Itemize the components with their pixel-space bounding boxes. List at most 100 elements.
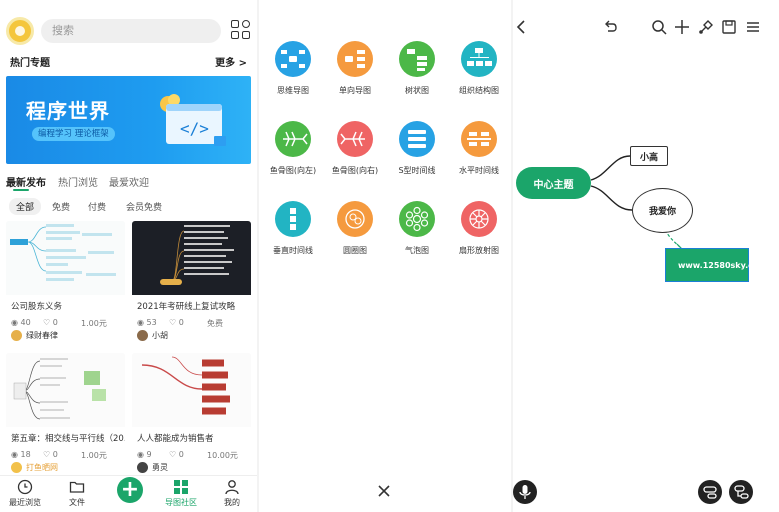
template-label: 思维导图: [277, 86, 309, 95]
mindmap-editor-panel: 中心主题 小高 我爱你 www.12580sky.com: [513, 0, 779, 512]
template-fan-radial[interactable]: 扇形放射图: [449, 201, 509, 256]
template-one-way[interactable]: 单向导图: [325, 41, 385, 96]
mindmap-thumbnail: [132, 353, 251, 427]
card-author[interactable]: 勇灵: [137, 462, 168, 473]
filter-paid[interactable]: 付费: [88, 203, 107, 213]
menu-icon[interactable]: [744, 18, 762, 36]
fan-radial-icon: [461, 201, 497, 237]
child-node-xiaogao[interactable]: 小高: [630, 146, 668, 166]
view-count: 53: [146, 318, 157, 327]
like-count: 0: [52, 450, 58, 459]
template-circle-map[interactable]: 圆圈图: [325, 201, 385, 256]
template-org-chart[interactable]: 组织结构图: [449, 41, 509, 96]
voice-input-button[interactable]: [513, 480, 537, 504]
price: 10.00元: [207, 451, 238, 460]
undo-icon[interactable]: [601, 18, 619, 36]
tab-latest[interactable]: 最新发布: [6, 178, 46, 189]
url-node[interactable]: www.12580sky.com: [665, 248, 767, 282]
author-name: 打鱼晒网: [26, 463, 58, 472]
mindmap-thumbnail: [132, 221, 251, 295]
template-fishbone-right[interactable]: 鱼骨图(向右): [325, 121, 385, 176]
card-4[interactable]: 人人都能成为销售者 ◉ 9 ♡ 0 10.00元 勇灵: [132, 353, 251, 479]
panel-divider: [257, 0, 259, 512]
brush-icon[interactable]: [697, 18, 715, 36]
folder-icon: [69, 481, 85, 493]
circle-map-icon: [337, 201, 373, 237]
mindmap-thumbnail: [6, 353, 125, 427]
nav-label: 最近浏览: [9, 498, 41, 507]
card-2[interactable]: 2021年考研线上复试攻略 ◉ 53 ♡ 0 免费 小胡: [132, 221, 251, 347]
insert-child-button[interactable]: [729, 480, 753, 504]
price: 1.00元: [81, 319, 107, 328]
tab-hot[interactable]: 热门浏览: [58, 178, 98, 189]
add-icon[interactable]: [673, 18, 691, 36]
svg-text:</>: </>: [180, 119, 209, 138]
nav-community[interactable]: 导图社区: [161, 479, 201, 508]
template-label: 水平时间线: [459, 166, 499, 175]
tree-chart-icon: [399, 41, 435, 77]
microphone-icon: [519, 485, 531, 499]
promo-banner[interactable]: 程序世界 编程学习 理论框架 </>: [6, 76, 251, 164]
author-avatar: [11, 330, 22, 341]
price: 1.00元: [81, 451, 107, 460]
top-bar: 搜索: [6, 16, 251, 46]
hot-topics-header: 热门专题 更多 >: [10, 54, 247, 69]
nav-label: 文件: [69, 498, 85, 507]
card-author[interactable]: 绿财春律: [11, 330, 58, 341]
filter-free[interactable]: 免费: [52, 203, 71, 213]
card-title: 2021年考研线上复试攻略: [137, 302, 236, 312]
s-timeline-icon: [399, 121, 435, 157]
filter-all[interactable]: 全部: [9, 198, 42, 215]
nav-recent[interactable]: 最近浏览: [5, 479, 45, 508]
template-label: 气泡图: [405, 246, 429, 255]
nav-files[interactable]: 文件: [57, 479, 97, 508]
code-window-illustration: </>: [160, 94, 226, 146]
banner-subtitle: 编程学习 理论框架: [32, 127, 115, 141]
center-topic-node[interactable]: 中心主题: [516, 167, 591, 199]
filter-member-free[interactable]: 会员免费: [126, 203, 163, 213]
template-label: 组织结构图: [459, 86, 499, 95]
template-horizontal-timeline[interactable]: 水平时间线: [449, 121, 509, 176]
template-mindmap[interactable]: 思维导图: [263, 41, 323, 96]
banner-title: 程序世界: [26, 99, 110, 123]
template-label: 鱼骨图(向左): [269, 166, 317, 175]
template-vertical-timeline[interactable]: 垂直时间线: [263, 201, 323, 256]
tab-favorite[interactable]: 最爱欢迎: [109, 178, 149, 189]
more-link[interactable]: 更多 >: [215, 58, 247, 69]
fishbone-right-icon: [337, 121, 373, 157]
save-icon[interactable]: [720, 18, 738, 36]
template-fishbone-left[interactable]: 鱼骨图(向左): [263, 121, 323, 176]
community-panel: 搜索 热门专题 更多 > 程序世界 编程学习 理论框架 </> 最: [0, 0, 257, 512]
template-s-timeline[interactable]: S型时间线: [387, 121, 447, 176]
child-node-woaini[interactable]: 我爱你: [632, 188, 693, 233]
card-3[interactable]: 第五章：相交线与平行线（20... ◉ 18 ♡ 0 1.00元 打鱼晒网: [6, 353, 125, 479]
fishbone-left-icon: [275, 121, 311, 157]
user-avatar[interactable]: [6, 17, 34, 45]
nav-me[interactable]: 我的: [212, 479, 252, 508]
author-name: 勇灵: [152, 463, 168, 472]
view-count: 40: [20, 318, 31, 327]
create-plus-button[interactable]: +: [117, 477, 143, 503]
close-icon[interactable]: [374, 481, 394, 501]
template-label: 圆圈图: [343, 246, 367, 255]
mindmap-icon: [275, 41, 311, 77]
card-title: 第五章：相交线与平行线（20...: [11, 434, 125, 444]
insert-sibling-button[interactable]: [698, 480, 722, 504]
category-grid-icon[interactable]: [231, 20, 251, 40]
banner-pager: [113, 157, 145, 176]
like-count: 0: [178, 318, 184, 327]
template-bubble[interactable]: 气泡图: [387, 201, 447, 256]
section-title: 热门专题: [10, 58, 50, 69]
template-label: 树状图: [405, 86, 429, 95]
template-tree[interactable]: 树状图: [387, 41, 447, 96]
template-label: 垂直时间线: [273, 246, 313, 255]
search-input[interactable]: 搜索: [41, 19, 221, 43]
back-icon[interactable]: [513, 18, 531, 36]
search-icon[interactable]: [650, 18, 668, 36]
one-way-map-icon: [337, 41, 373, 77]
card-1[interactable]: 公司股东义务 ◉ 40 ♡ 0 1.00元 绿财春律: [6, 221, 125, 347]
author-name: 绿财春律: [26, 331, 58, 340]
card-author[interactable]: 小胡: [137, 330, 168, 341]
card-author[interactable]: 打鱼晒网: [11, 462, 58, 473]
